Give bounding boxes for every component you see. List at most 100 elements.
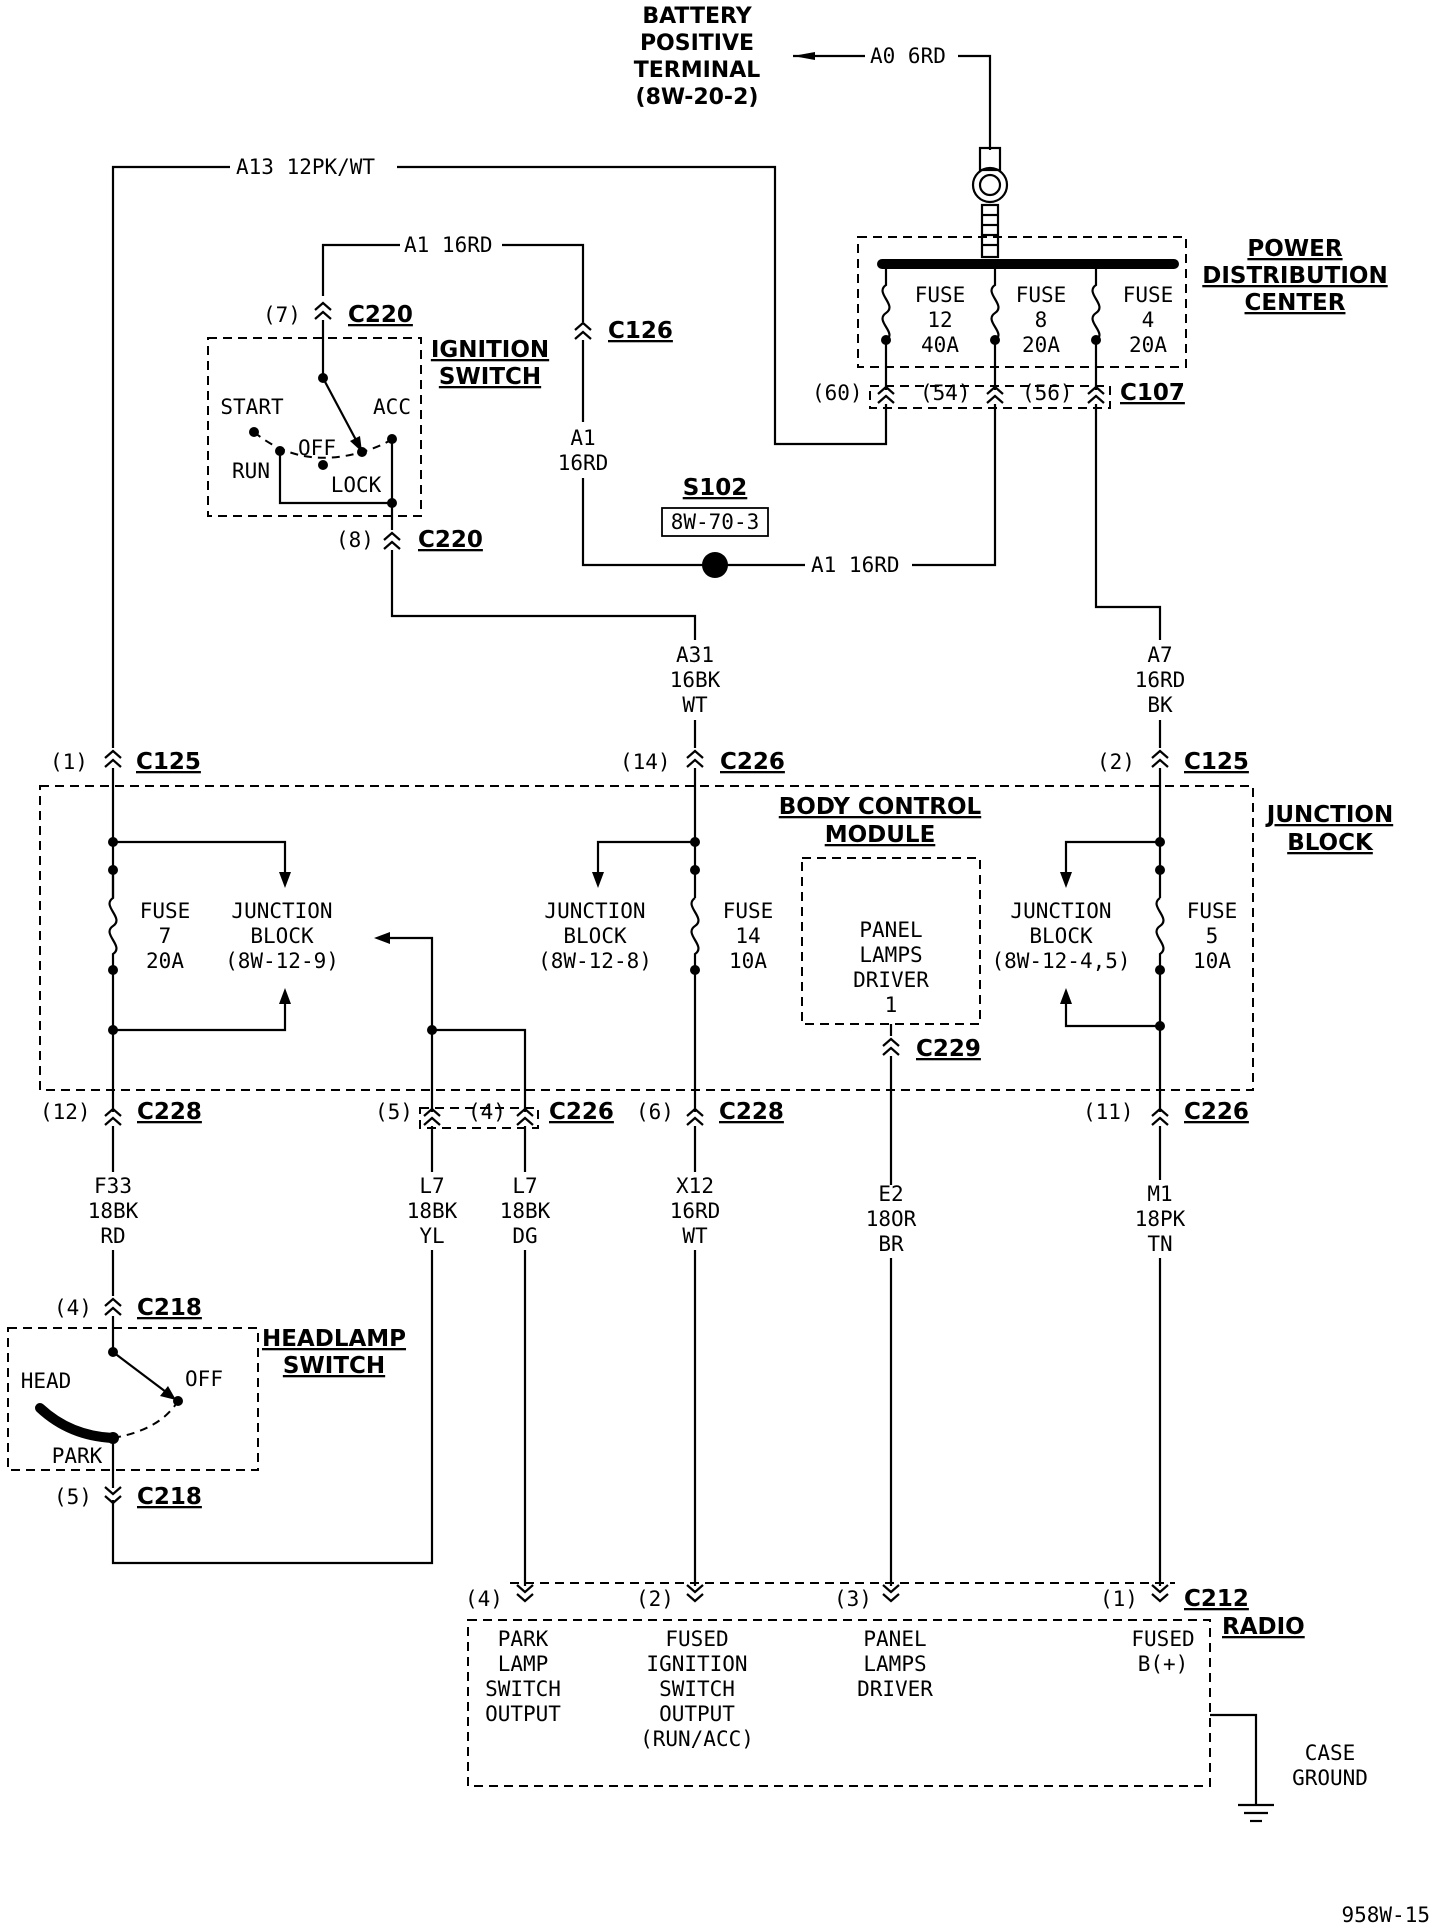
svg-text:SWITCH: SWITCH xyxy=(659,1677,735,1701)
svg-text:(7): (7) xyxy=(263,303,301,327)
svg-text:(8W-12-4,5): (8W-12-4,5) xyxy=(991,949,1130,973)
wire-a1: A1 16RD C126 A1 16RD A1 16RD xyxy=(321,233,997,578)
svg-text:WT: WT xyxy=(682,693,708,717)
svg-text:PANEL: PANEL xyxy=(863,1627,926,1651)
svg-text:RD: RD xyxy=(100,1224,125,1248)
svg-text:C125: C125 xyxy=(1184,749,1249,775)
svg-text:FUSE: FUSE xyxy=(140,899,191,923)
svg-text:YL: YL xyxy=(419,1224,444,1248)
svg-text:BK: BK xyxy=(1147,693,1173,717)
svg-text:8W-70-3: 8W-70-3 xyxy=(671,510,760,534)
splice-s102: S102 8W-70-3 xyxy=(661,475,769,537)
svg-text:TERMINAL: TERMINAL xyxy=(634,58,761,83)
svg-text:IGNITION: IGNITION xyxy=(431,337,549,363)
svg-text:C229: C229 xyxy=(916,1036,981,1062)
svg-text:JUNCTION: JUNCTION xyxy=(231,899,332,923)
svg-text:PARK: PARK xyxy=(52,1444,103,1468)
svg-text:20A: 20A xyxy=(1022,333,1060,357)
svg-text:ACC: ACC xyxy=(373,395,411,419)
svg-text:16BK: 16BK xyxy=(670,668,721,692)
svg-text:A31: A31 xyxy=(676,643,714,667)
svg-text:RUN: RUN xyxy=(232,459,270,483)
svg-text:FUSE: FUSE xyxy=(723,899,774,923)
svg-text:(8): (8) xyxy=(336,528,374,552)
svg-text:RADIO: RADIO xyxy=(1222,1614,1305,1640)
svg-text:(1): (1) xyxy=(50,750,88,774)
svg-text:16RD: 16RD xyxy=(558,451,609,475)
svg-text:OFF: OFF xyxy=(298,436,336,460)
svg-text:FUSED: FUSED xyxy=(1131,1627,1194,1651)
svg-text:40A: 40A xyxy=(921,333,959,357)
svg-text:DISTRIBUTION: DISTRIBUTION xyxy=(1202,263,1387,289)
svg-text:(3): (3) xyxy=(834,1587,872,1611)
svg-text:A13 12PK/WT: A13 12PK/WT xyxy=(236,155,375,179)
svg-text:C218: C218 xyxy=(137,1295,202,1321)
svg-text:(8W-12-9): (8W-12-9) xyxy=(225,949,339,973)
svg-text:A1 16RD: A1 16RD xyxy=(811,553,900,577)
radio: (4) (2) (3) (1) C212 RADIO PARK LAMP SWI… xyxy=(465,1582,1368,1823)
svg-text:C228: C228 xyxy=(137,1099,202,1125)
svg-text:C218: C218 xyxy=(137,1484,202,1510)
svg-text:E2: E2 xyxy=(878,1182,903,1206)
svg-text:DRIVER: DRIVER xyxy=(857,1677,933,1701)
svg-text:PANEL: PANEL xyxy=(859,918,922,942)
svg-text:JUNCTION: JUNCTION xyxy=(1265,802,1393,828)
svg-text:7: 7 xyxy=(159,924,172,948)
svg-text:10A: 10A xyxy=(1193,949,1231,973)
svg-text:LAMPS: LAMPS xyxy=(859,943,922,967)
svg-text:FUSE: FUSE xyxy=(1016,283,1067,307)
svg-text:BR: BR xyxy=(878,1232,904,1256)
svg-text:WT: WT xyxy=(682,1224,708,1248)
svg-text:X12: X12 xyxy=(676,1174,714,1198)
svg-text:(4): (4) xyxy=(54,1296,92,1320)
svg-text:18BK: 18BK xyxy=(500,1199,551,1223)
svg-text:B(+): B(+) xyxy=(1138,1652,1189,1676)
svg-text:C220: C220 xyxy=(348,302,413,328)
svg-text:IGNITION: IGNITION xyxy=(646,1652,747,1676)
svg-text:BLOCK: BLOCK xyxy=(1287,830,1374,856)
svg-text:C126: C126 xyxy=(608,318,673,344)
wire-a31: A31 16BK WT xyxy=(390,557,721,748)
svg-text:POWER: POWER xyxy=(1247,236,1342,262)
svg-text:LAMPS: LAMPS xyxy=(863,1652,926,1676)
svg-text:A7: A7 xyxy=(1147,643,1172,667)
svg-text:(5): (5) xyxy=(54,1485,92,1509)
wire-a13: A13 12PK/WT xyxy=(111,155,888,748)
svg-text:DG: DG xyxy=(512,1224,537,1248)
svg-text:A0 6RD: A0 6RD xyxy=(870,44,946,68)
svg-text:(12): (12) xyxy=(40,1100,91,1124)
svg-text:JUNCTION: JUNCTION xyxy=(1010,899,1111,923)
svg-text:BLOCK: BLOCK xyxy=(1029,924,1093,948)
svg-text:JUNCTION: JUNCTION xyxy=(544,899,645,923)
svg-text:A1: A1 xyxy=(570,426,595,450)
svg-text:10A: 10A xyxy=(729,949,767,973)
svg-text:M1: M1 xyxy=(1147,1182,1172,1206)
svg-text:OUTPUT: OUTPUT xyxy=(485,1702,561,1726)
svg-text:C212: C212 xyxy=(1184,1586,1249,1612)
svg-text:18BK: 18BK xyxy=(407,1199,458,1223)
svg-text:(6): (6) xyxy=(636,1100,674,1124)
junction-block: JUNCTION BLOCK BODY CONTROL MODULE (1) C… xyxy=(39,749,1393,1185)
battery-terminal: BATTERY POSITIVE TERMINAL (8W-20-2) A0 6… xyxy=(634,4,992,150)
svg-text:C228: C228 xyxy=(719,1099,784,1125)
svg-text:(4): (4) xyxy=(465,1587,503,1611)
svg-text:L7: L7 xyxy=(512,1174,537,1198)
svg-text:4: 4 xyxy=(1142,308,1155,332)
svg-text:C107: C107 xyxy=(1120,380,1185,406)
svg-text:BLOCK: BLOCK xyxy=(563,924,627,948)
svg-text:LOCK: LOCK xyxy=(331,473,382,497)
svg-text:C226: C226 xyxy=(720,749,785,775)
svg-text:C125: C125 xyxy=(136,749,201,775)
svg-text:16RD: 16RD xyxy=(670,1199,721,1223)
svg-text:F33: F33 xyxy=(94,1174,132,1198)
svg-text:A1 16RD: A1 16RD xyxy=(404,233,493,257)
svg-text:C226: C226 xyxy=(549,1099,614,1125)
power-distribution-center: POWER DISTRIBUTION CENTER FUSE 12 40A FU… xyxy=(812,236,1388,409)
wire-a7: A7 16RD BK xyxy=(1094,404,1186,748)
svg-text:(2): (2) xyxy=(1097,750,1135,774)
svg-text:1: 1 xyxy=(885,993,898,1017)
svg-text:L7: L7 xyxy=(419,1174,444,1198)
svg-text:16RD: 16RD xyxy=(1135,668,1186,692)
svg-text:FUSE: FUSE xyxy=(1123,283,1174,307)
